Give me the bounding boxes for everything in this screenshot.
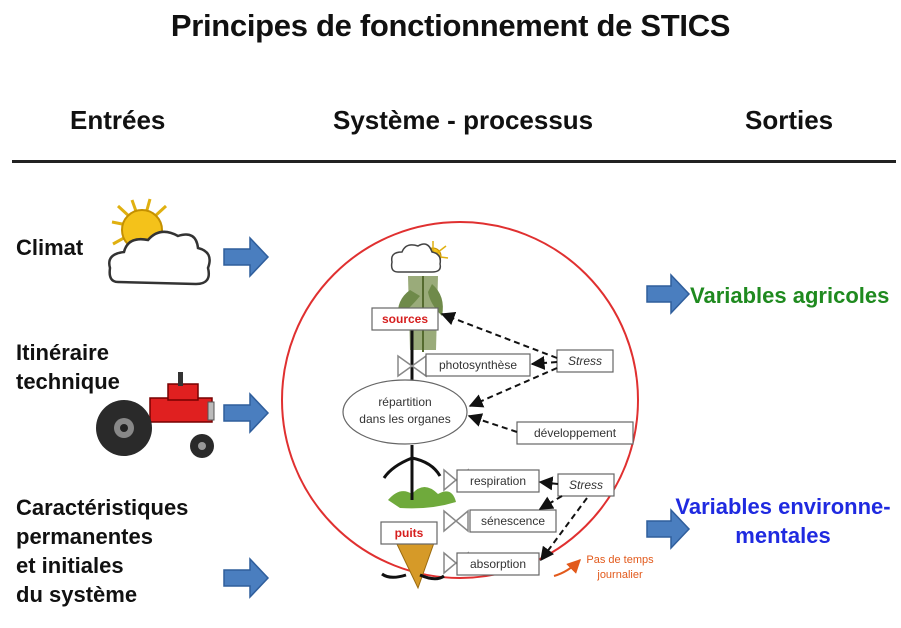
development-box bbox=[516, 421, 634, 445]
timestep-arrow bbox=[553, 559, 581, 577]
column-header-inputs: Entrées bbox=[70, 105, 166, 135]
input-itinerary-line2: technique bbox=[16, 369, 120, 394]
partition-line1: répartition bbox=[378, 395, 431, 409]
senescence-label: sénescence bbox=[481, 514, 545, 528]
header-divider bbox=[12, 160, 896, 163]
tractor-icon bbox=[96, 372, 215, 458]
photosynthesis-label: photosynthèse bbox=[439, 358, 517, 372]
column-header-outputs: Sorties bbox=[745, 105, 834, 135]
output-environmental-label: Variables environne- mentales bbox=[672, 492, 894, 550]
environmental-output-arrow bbox=[646, 508, 691, 550]
agricultural-output-arrow bbox=[646, 273, 691, 315]
input-characteristics-line2: permanentes bbox=[16, 524, 153, 549]
senescence-box bbox=[469, 509, 557, 533]
development-label: développement bbox=[534, 426, 617, 440]
stress-bottom-box bbox=[557, 473, 615, 497]
stress-bottom-label: Stress bbox=[569, 478, 603, 492]
sun-cloud-icon bbox=[108, 198, 211, 286]
climate-input-arrow bbox=[223, 236, 270, 278]
respiration-label: respiration bbox=[470, 474, 526, 488]
stress-top-box bbox=[556, 349, 614, 373]
process-circle bbox=[281, 221, 639, 579]
characteristics-input-arrow bbox=[223, 557, 270, 599]
sources-box bbox=[371, 307, 439, 331]
photosynthesis-box bbox=[425, 353, 531, 377]
input-itinerary-label: Itinéraire technique bbox=[16, 338, 120, 396]
input-climate-label: Climat bbox=[16, 235, 84, 260]
absorption-label: absorption bbox=[470, 557, 526, 571]
page-title: Principes de fonctionnement de STICS bbox=[170, 8, 731, 43]
timestep-line2: journalier bbox=[596, 569, 643, 581]
partition-ellipse bbox=[342, 379, 468, 445]
sun-cloud-small-icon bbox=[390, 241, 449, 273]
input-itinerary-line1: Itinéraire bbox=[16, 340, 109, 365]
itinerary-input-arrow bbox=[223, 392, 270, 434]
partition-line2: dans les organes bbox=[359, 412, 450, 426]
output-environmental-line2: mentales bbox=[735, 523, 831, 548]
absorption-box bbox=[456, 552, 540, 576]
output-agricultural-label: Variables agricoles bbox=[690, 283, 890, 308]
input-characteristics-line4: du système bbox=[16, 582, 138, 607]
sources-label: sources bbox=[382, 312, 428, 326]
timestep-line1: Pas de temps bbox=[586, 554, 654, 566]
root-icon bbox=[381, 445, 445, 581]
stress-top-label: Stress bbox=[568, 354, 602, 368]
input-characteristics-label: Caractéristiques permanentes et initiale… bbox=[16, 493, 188, 609]
input-characteristics-line3: et initiales bbox=[16, 553, 124, 578]
column-header-system: Système - processus bbox=[333, 105, 594, 135]
input-characteristics-line1: Caractéristiques bbox=[16, 495, 189, 520]
sinks-label: puits bbox=[395, 526, 424, 540]
sinks-box bbox=[380, 521, 438, 545]
output-environmental-line1: Variables environne- bbox=[675, 494, 891, 519]
